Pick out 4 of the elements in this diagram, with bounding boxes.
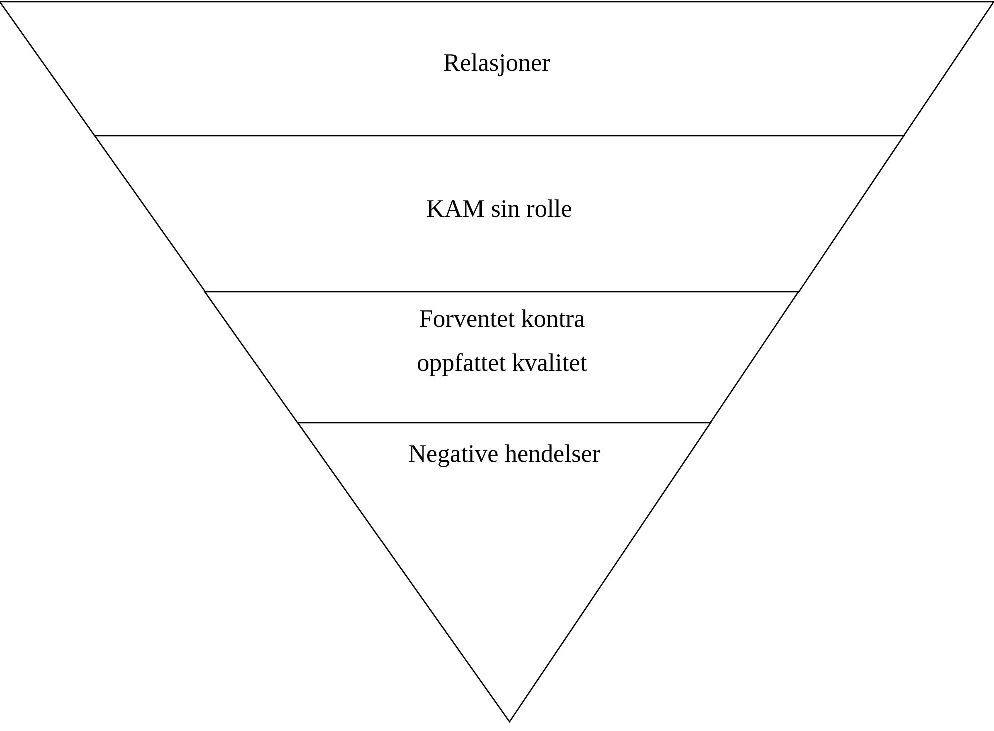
band-label: Relasjoner <box>444 49 550 79</box>
band-label: Forventet kontra oppfattet kvalitet <box>416 305 588 379</box>
band-label: Negative hendelser <box>408 440 601 470</box>
band-label: KAM sin rolle <box>426 195 572 225</box>
